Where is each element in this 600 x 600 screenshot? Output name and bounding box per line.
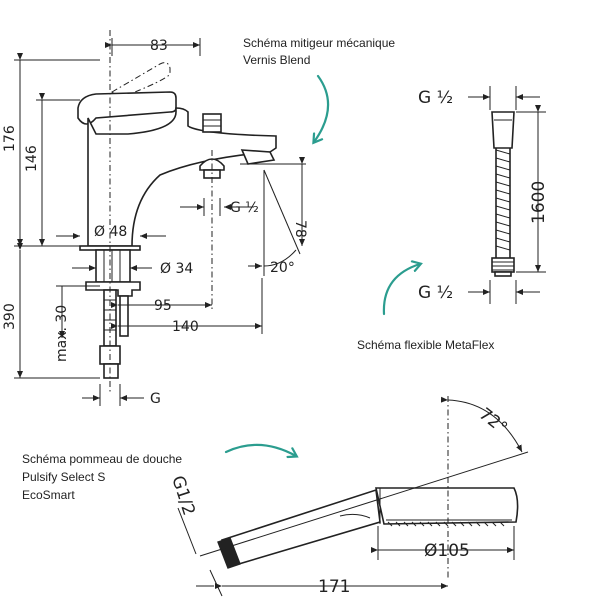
dim-hose-length: 1600 [529,181,549,224]
dim-mixer-shank-diameter: Ø 34 [160,261,193,277]
dim-mixer-max-deck: max. 30 [54,305,70,362]
dim-shower-head-diameter: Ø105 [424,541,470,561]
mixer-lever-open [111,62,171,99]
hose-body [495,148,511,258]
mixer-drawing: 83 176 146 78 G ½ 20° Ø 48 Ø 34 [2,30,308,407]
mixer-lever [77,91,177,125]
shower-handle [220,488,381,567]
dim-shower-angle: 72° [475,404,511,438]
dim-mixer-inlet-offset-2: 140 [172,319,199,335]
dim-hose-thread-bottom: G ½ [418,283,453,303]
shower-connector [217,537,241,569]
dim-mixer-width-top: 83 [150,38,168,54]
hose-drawing: G ½ 1600 G ½ [418,86,549,304]
dim-mixer-below-deck: 390 [2,303,18,330]
dim-hose-thread-top: G ½ [418,88,453,108]
hose-title: Schéma flexible MetaFlex [357,338,494,352]
shower-title-line3: EcoSmart [22,488,75,502]
shower-title-line2: Pulsify Select S [22,470,105,484]
mixer-shank [95,249,131,283]
dim-shower-length: 171 [318,577,350,597]
shower-head [375,487,519,525]
mixer-title-line2: Vernis Blend [243,53,310,67]
dim-mixer-angle: 20° [270,260,295,276]
shower-drawing: 72° G1/2 Ø105 171 [167,396,529,597]
shower-callout-arrow [224,443,296,456]
shower-title-line1: Schéma pommeau de douche [22,452,182,466]
dim-mixer-height-total: 176 [2,125,18,152]
dim-mixer-spout-thread: G ½ [230,200,259,216]
dim-mixer-inlet-offset: 95 [154,298,172,314]
dim-mixer-inlet-thread: G [150,391,161,407]
hose-top-fitting [491,111,515,149]
dim-mixer-base-diameter: Ø 48 [94,224,127,240]
dim-mixer-height-body: 146 [24,145,40,172]
dim-shower-handle-thread: G1/2 [167,473,199,518]
mixer-title-line1: Schéma mitigeur mécanique [243,36,395,50]
dim-mixer-spout-height: 78 [292,220,308,238]
mixer-diverter-knob [202,113,222,133]
mixer-body [87,107,277,247]
mixer-callout-arrow [314,74,330,142]
hose-callout-arrow [382,264,420,316]
